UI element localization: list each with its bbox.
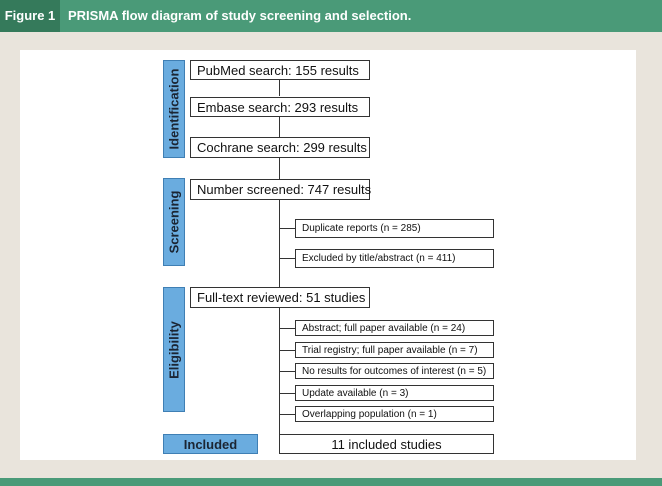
branch-update [279,393,295,394]
box-excl-abstract: Abstract; full paper available (n = 24) [295,320,494,336]
figure-header: Figure 1 PRISMA flow diagram of study sc… [0,0,662,32]
branch-overlapping [279,414,295,415]
box-included-studies: 11 included studies [279,434,494,454]
connector-screening-trunk [279,200,280,288]
box-fulltext: Full-text reviewed: 51 studies [190,287,370,308]
box-pubmed: PubMed search: 155 results [190,60,370,80]
stage-screening-label: Screening [166,190,182,254]
stage-included: Included [163,434,258,454]
box-embase: Embase search: 293 results [190,97,370,117]
branch-title-abstract [279,258,295,259]
box-excl-no-results: No results for outcomes of interest (n =… [295,363,494,379]
box-excl-update: Update available (n = 3) [295,385,494,401]
box-excl-overlapping: Overlapping population (n = 1) [295,406,494,422]
stage-screening: Screening [163,178,185,266]
stage-identification-label: Identification [166,68,182,150]
connector-pubmed-embase [279,79,280,96]
stage-included-label: Included [183,436,238,452]
stage-eligibility-label: Eligibility [166,320,182,379]
figure-title: PRISMA flow diagram of study screening a… [68,8,412,23]
connector-cochrane-screened [279,158,280,179]
stage-identification: Identification [163,60,185,158]
box-excl-trial-registry: Trial registry; full paper available (n … [295,342,494,358]
box-cochrane: Cochrane search: 299 results [190,137,370,158]
branch-trial-registry [279,350,295,351]
box-screened: Number screened: 747 results [190,179,371,200]
branch-duplicates [279,228,295,229]
branch-abstract [279,328,295,329]
footer-band [0,478,662,486]
figure-label: Figure 1 [0,0,60,32]
box-duplicates: Duplicate reports (n = 285) [295,219,494,238]
box-title-abstract: Excluded by title/abstract (n = 411) [295,249,494,268]
branch-no-results [279,371,295,372]
stage-eligibility: Eligibility [163,287,185,412]
connector-embase-cochrane [279,117,280,137]
